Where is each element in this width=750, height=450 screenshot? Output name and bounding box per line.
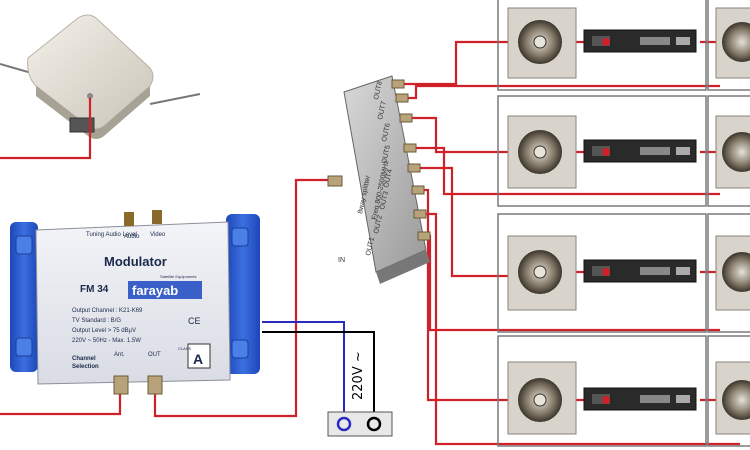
power-cables (262, 321, 375, 424)
tuning-label: Tuning Audio Level (86, 232, 137, 238)
set-top-receiver-icon (583, 29, 697, 411)
spec-line-3: Output Level > 75 dBµV (72, 328, 136, 334)
room-frame-8 (707, 335, 750, 447)
room-frame-4 (497, 335, 707, 447)
room-frame-3 (497, 213, 707, 333)
modulator-title: Modulator (104, 254, 167, 269)
ce-mark: CE (188, 316, 201, 326)
splitter-out-8: OUT8 (373, 81, 384, 101)
model-label: FM 34 (80, 284, 109, 295)
splitter-out-3: OUT3 (379, 191, 390, 211)
splitter-out-7: OUT7 (377, 101, 388, 121)
splitter-in-label: IN (338, 257, 345, 264)
class-label: CLASS (178, 346, 191, 351)
spec-line-2: TV Standard : B/G (72, 318, 121, 324)
spec-line-4: 220V ~ 50Hz - Max. 1.5W (72, 338, 141, 344)
channel-label: Channel (72, 356, 96, 362)
room-frame-7 (707, 213, 750, 333)
tv-wall-socket-icon (507, 7, 750, 435)
splitter-out-1: OUT1 (365, 237, 376, 257)
ant-label: Ant. (114, 352, 125, 358)
room-frame-1 (497, 0, 707, 91)
modulator-unit: Tuning Audio Level Audio Video Modulator… (10, 210, 260, 395)
room-frame-6 (707, 95, 750, 207)
power-outlet-icon: 220V ~ (327, 351, 393, 437)
video-label: Video (150, 232, 166, 238)
outdoor-antenna-icon (0, 14, 201, 139)
brand-name: farayab (132, 283, 178, 298)
splitter-out-labels: OUT1 OUT2 OUT3 OUT4 OUT5 OUT6 OUT7 OUT8 (365, 81, 394, 257)
room-frame-5 (707, 0, 750, 91)
brand-tag: Satellite Equipments (160, 274, 196, 279)
splitter-out-5: OUT5 (381, 145, 392, 165)
voltage-label: 220V ~ (351, 351, 366, 400)
rooms-grid (497, 0, 750, 447)
splitter-out-6: OUT6 (381, 123, 392, 143)
audio-label: Audio (124, 234, 140, 240)
selection-label: Selection (72, 364, 99, 370)
splitter-out-2: OUT2 (373, 215, 384, 235)
out-label: OUT (148, 352, 161, 358)
splitter-unit: 8way splitter Freq.800-2500MHz IN OUT1 O… (327, 75, 431, 284)
room-frame-2 (497, 95, 707, 207)
spec-line-1: Output Channel : K21-K69 (72, 308, 143, 314)
splitter-out-4: OUT4 (383, 169, 394, 189)
class-value: A (193, 351, 203, 367)
